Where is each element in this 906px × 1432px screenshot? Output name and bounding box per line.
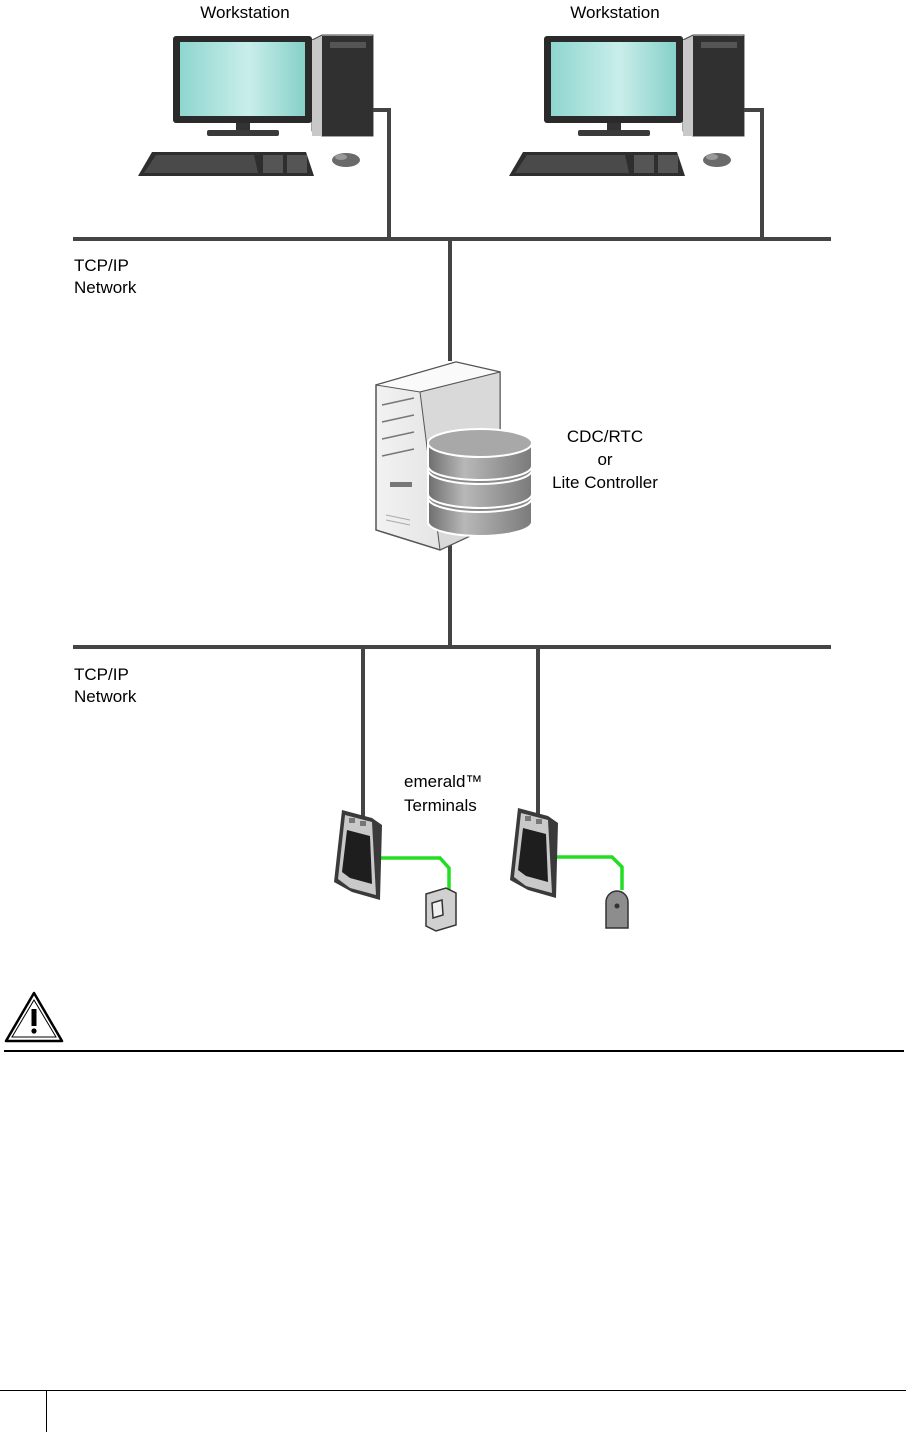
warning-divider (4, 1050, 904, 1052)
reader-link-2 (556, 857, 622, 890)
proximity-reader-icon (606, 891, 628, 928)
footer-divider (0, 1390, 906, 1391)
footer-vertical-divider (46, 1390, 47, 1432)
controller-cable-top (448, 239, 452, 361)
workstation-cable-2 (744, 110, 762, 239)
workstation-icon (138, 35, 373, 176)
terminal-cable-1 (361, 647, 365, 817)
workstation-icon (509, 35, 744, 176)
terminal-icon (510, 808, 558, 898)
controller-cable-bottom (448, 540, 452, 647)
warning-icon (6, 993, 62, 1041)
terminal-cable-2 (536, 647, 540, 815)
reader-link-1 (380, 858, 449, 890)
terminal-icon (334, 810, 382, 900)
database-icon (428, 429, 532, 536)
door-switch-icon (426, 888, 456, 931)
workstation-cable-1 (373, 110, 389, 239)
